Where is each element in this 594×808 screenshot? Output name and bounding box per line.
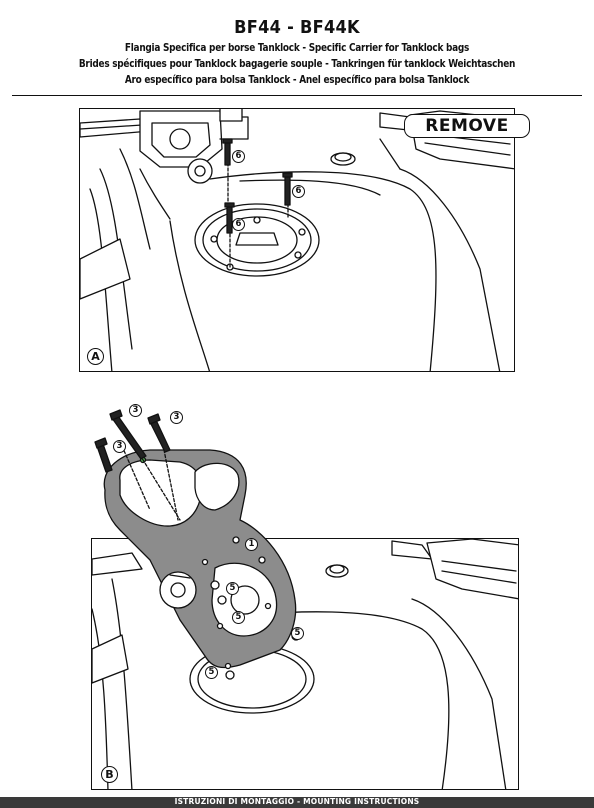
footer-text: ISTRUZIONI DI MONTAGGIO - MOUNTING INSTR…: [174, 797, 420, 806]
footer-bar: [0, 797, 594, 808]
header-divider: [12, 95, 582, 96]
subtitle-line-1: Flangia Specifica per borse Tanklock - S…: [124, 42, 470, 54]
panel-a-illustration: [79, 108, 515, 372]
callout-5-right: 5: [291, 627, 304, 640]
callout-6-center: 6: [232, 218, 245, 231]
panel-b-drawing: [92, 539, 518, 789]
panel-a-drawing: [80, 109, 514, 371]
callout-5-lower: 5: [205, 666, 218, 679]
remove-label: REMOVE: [404, 114, 530, 138]
callout-3-right: 3: [170, 411, 183, 424]
callout-3-top: 3: [129, 404, 142, 417]
callout-6-upper: 6: [232, 150, 245, 163]
panel-b-illustration: [91, 538, 519, 790]
subtitle-line-2: Brides spécifiques pour Tanklock bagager…: [78, 58, 516, 70]
callout-3-left: 3: [113, 440, 126, 453]
callout-5-upper: 5: [226, 582, 239, 595]
callout-1-plate: 1: [245, 538, 258, 551]
panel-b-tag: B: [101, 766, 118, 783]
page-title: BF44 - BF44K: [234, 17, 360, 38]
panel-a-tag: A: [87, 348, 104, 365]
callout-5-middle: 5: [232, 611, 245, 624]
subtitle-line-3: Aro específico para bolsa Tanklock - Ane…: [124, 74, 470, 86]
callout-6-right: 6: [292, 185, 305, 198]
